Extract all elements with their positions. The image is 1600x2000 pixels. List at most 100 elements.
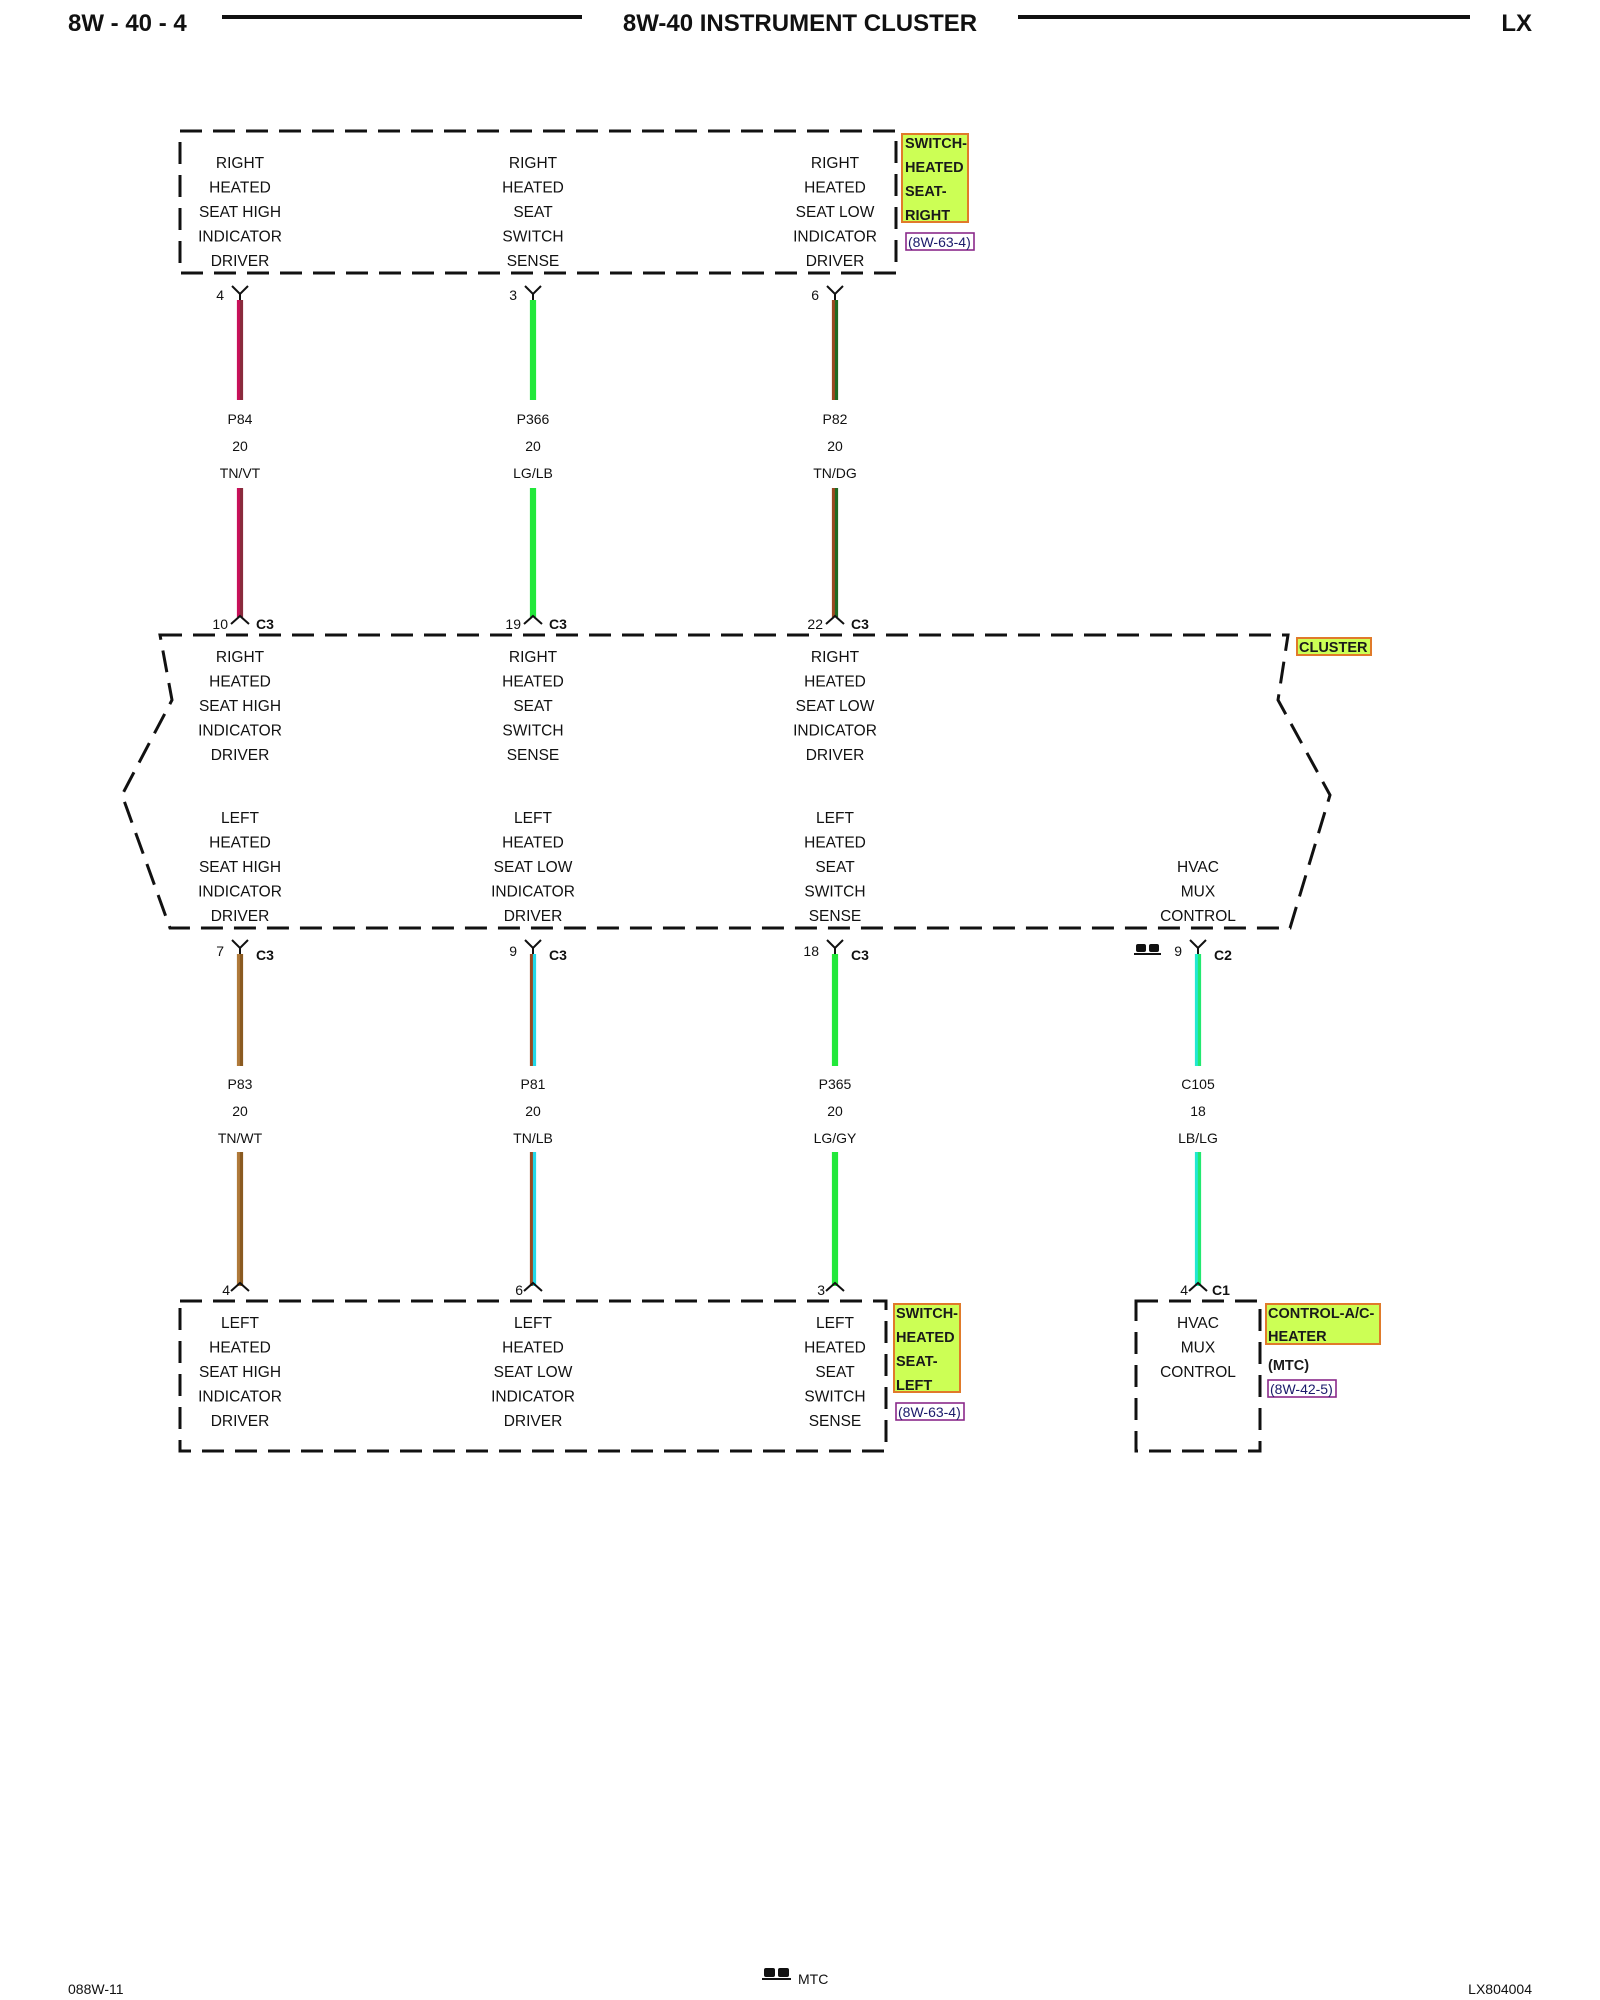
wire-color-code: LB/LG	[1178, 1130, 1218, 1146]
connector-id: C2	[1214, 947, 1232, 963]
wire-fork-connector	[1189, 939, 1207, 954]
pin-number: 19	[505, 616, 521, 632]
switch-left-label-line: LEFT	[896, 1378, 932, 1394]
cluster-pin-label: HEATED	[209, 835, 271, 852]
cluster-pin-label: LEFT	[221, 810, 259, 827]
switch-left-pin-label: INDICATOR	[198, 1389, 282, 1406]
hvac-label-sub: (MTC)	[1268, 1358, 1309, 1374]
switch-left-label-line: SEAT-	[896, 1354, 938, 1370]
cluster-pin-label: CONTROL	[1160, 908, 1236, 925]
switch-right-pin-label: INDICATOR	[198, 229, 282, 246]
cluster-pin-label: SWITCH	[804, 884, 865, 901]
page-number: 8W - 40 - 4	[68, 10, 187, 37]
switch-left-ref[interactable]: (8W-63-4)	[898, 1404, 961, 1420]
switch-right-pin-label: HEATED	[209, 180, 271, 197]
pin-number: 6	[811, 287, 819, 303]
pin-number: 6	[515, 1282, 523, 1298]
hvac-pin-label: CONTROL	[1160, 1364, 1236, 1381]
switch-right-pin-label: RIGHT	[509, 155, 558, 172]
connector-id: C3	[851, 616, 869, 632]
switch-right-label-line: RIGHT	[905, 208, 950, 224]
wire-color-code: TN/WT	[218, 1130, 263, 1146]
switch-left-pin-label: LEFT	[221, 1315, 259, 1332]
cluster-pin-label: INDICATOR	[198, 723, 282, 740]
switch-left-pin-label: LEFT	[514, 1315, 552, 1332]
mtc-icon	[1136, 944, 1146, 952]
switch-right-pin-label: SWITCH	[502, 229, 563, 246]
cluster-pin-label: HVAC	[1177, 859, 1219, 876]
switch-left-pin-label: HEATED	[502, 1340, 564, 1357]
hvac-ref[interactable]: (8W-42-5)	[1270, 1381, 1333, 1397]
wire-fork-connector	[524, 285, 542, 300]
switch-right-label-bg	[901, 133, 969, 223]
pin-number: 9	[509, 943, 517, 959]
switch-heated-seat-left-box	[178, 1299, 888, 1453]
switch-right-label-line: HEATED	[905, 160, 964, 176]
switch-right-pin-label: SENSE	[507, 253, 560, 270]
pin-number: 4	[1180, 1282, 1188, 1298]
wire-gauge: 20	[232, 438, 248, 454]
cluster-pin-label: SWITCH	[502, 723, 563, 740]
wire-color-code: TN/DG	[813, 465, 857, 481]
hvac-pin-label: MUX	[1181, 1340, 1216, 1357]
circuit-id: P83	[228, 1076, 253, 1092]
cluster-pin-label: DRIVER	[806, 747, 865, 764]
circuit-id: P365	[819, 1076, 852, 1092]
wire-gauge: 20	[827, 438, 843, 454]
page-title: 8W-40 INSTRUMENT CLUSTER	[623, 10, 977, 37]
wire-caret-connector	[1188, 1281, 1208, 1292]
switch-left-pin-label: DRIVER	[211, 1413, 270, 1430]
wire-caret-connector	[523, 1281, 543, 1292]
hvac-label-line: CONTROL-A/C-	[1268, 1306, 1374, 1322]
switch-right-ref[interactable]: (8W-63-4)	[908, 234, 971, 250]
wire-caret-connector	[230, 614, 250, 625]
switch-left-pin-label: HEATED	[804, 1340, 866, 1357]
cluster-label-bg	[1296, 637, 1372, 656]
switch-right-pin-label: RIGHT	[811, 155, 860, 172]
cluster-pin-label: DRIVER	[504, 908, 563, 925]
wire-color-code: LG/LB	[513, 465, 553, 481]
switch-right-pin-label: SEAT LOW	[796, 204, 875, 221]
page-header: 8W - 40 - 4 8W-40 INSTRUMENT CLUSTER LX	[68, 10, 1532, 37]
cluster-pin-label: SENSE	[507, 747, 560, 764]
switch-left-pin-label: SENSE	[809, 1413, 862, 1430]
cluster-box	[120, 633, 1332, 930]
cluster-pin-label: INDICATOR	[491, 884, 575, 901]
switch-right-pin-label: DRIVER	[211, 253, 270, 270]
cluster-pin-label: SEAT HIGH	[199, 859, 281, 876]
switch-left-label-line: SWITCH-	[896, 1306, 958, 1322]
cluster-label-text: CLUSTER	[1299, 640, 1368, 656]
hvac-ref-box	[1267, 1379, 1337, 1398]
wire-caret-connector	[825, 614, 845, 625]
switch-right-pin-label: HEATED	[804, 180, 866, 197]
connector-id: C3	[549, 616, 567, 632]
cluster-pin-label: SEAT HIGH	[199, 698, 281, 715]
cluster-label: CLUSTER	[1296, 637, 1372, 656]
wire-fork-connector	[826, 939, 844, 954]
wire-gauge: 20	[232, 1103, 248, 1119]
switch-left-ref-box	[895, 1402, 965, 1421]
mtc-icon	[1149, 944, 1159, 952]
switch-left-label: SWITCH- HEATED SEAT- LEFT (8W-63-4)	[893, 1303, 965, 1421]
cluster-pin-label: SEAT	[815, 859, 855, 876]
cluster-pin-label: INDICATOR	[198, 884, 282, 901]
cluster-pin-label: HEATED	[804, 674, 866, 691]
wire-color-code: TN/VT	[220, 465, 261, 481]
page-footer: 088W-11 MTC LX804004	[68, 1968, 1532, 1997]
switch-left-pin-label: HEATED	[209, 1340, 271, 1357]
cluster-pin-label: HEATED	[804, 835, 866, 852]
circuit-id: P84	[228, 411, 253, 427]
hvac-control-label: CONTROL-A/C- HEATER (MTC) (8W-42-5)	[1265, 1303, 1381, 1398]
switch-right-pin-label: DRIVER	[806, 253, 865, 270]
cluster-pin-label: HEATED	[209, 674, 271, 691]
wires-layer	[230, 285, 1208, 1292]
circuit-id: P81	[521, 1076, 546, 1092]
cluster-pin-label: HEATED	[502, 674, 564, 691]
wire-caret-connector	[230, 1281, 250, 1292]
switch-left-pin-label: SEAT HIGH	[199, 1364, 281, 1381]
footer-option-label: MTC	[798, 1971, 828, 1987]
wire-fork-connector	[231, 939, 249, 954]
cluster-pin-label: LEFT	[514, 810, 552, 827]
switch-left-pin-label: SWITCH	[804, 1389, 865, 1406]
